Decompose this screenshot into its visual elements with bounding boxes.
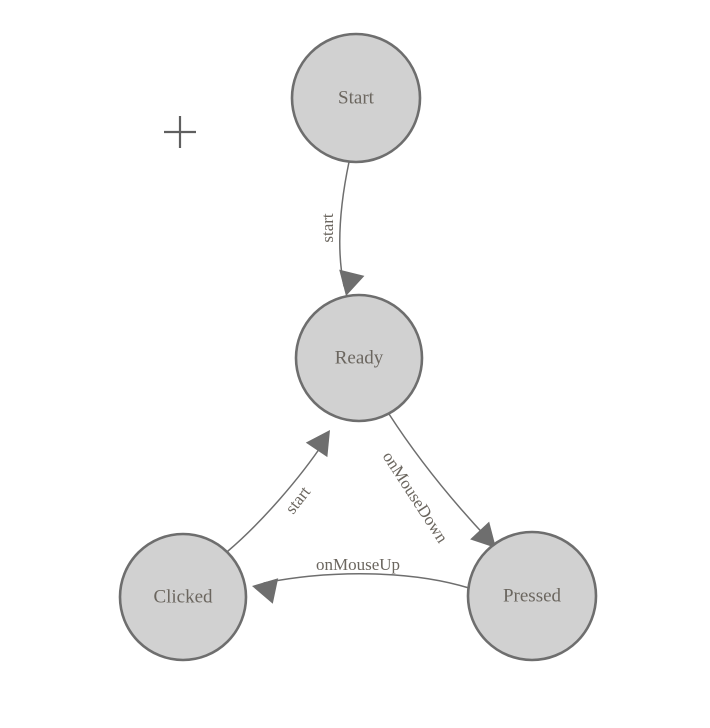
node-start[interactable]: Start bbox=[290, 32, 422, 164]
node-label-clicked: Clicked bbox=[153, 586, 213, 607]
edge-line bbox=[388, 413, 490, 541]
arrow-head bbox=[305, 430, 330, 458]
crosshair-icon bbox=[164, 116, 196, 148]
edge-line bbox=[263, 573, 470, 589]
arrow-head bbox=[252, 578, 279, 604]
node-circle-clicked[interactable] bbox=[118, 532, 248, 662]
marker-layer bbox=[164, 116, 196, 148]
edge-clicked-to-ready[interactable]: start bbox=[227, 423, 341, 552]
node-pressed[interactable]: Pressed bbox=[466, 530, 598, 662]
edge-label-pressed-to-clicked: onMouseUp bbox=[316, 555, 400, 574]
node-label-ready: Ready bbox=[335, 347, 384, 368]
node-ready[interactable]: Ready bbox=[294, 293, 424, 423]
edge-line bbox=[338, 161, 350, 287]
node-circle-start[interactable] bbox=[290, 32, 422, 164]
edge-pressed-to-clicked[interactable]: onMouseUp bbox=[249, 555, 470, 604]
edge-label-start-to-ready: start bbox=[318, 213, 337, 243]
node-label-start: Start bbox=[338, 87, 375, 108]
arrow-head bbox=[470, 521, 496, 548]
arrow-head bbox=[339, 269, 365, 296]
node-circle-ready[interactable] bbox=[294, 293, 424, 423]
edge-ready-to-pressed[interactable]: onMouseDown bbox=[379, 413, 506, 557]
edge-label-ready-to-pressed: onMouseDown bbox=[379, 448, 452, 547]
edge-line bbox=[227, 441, 325, 552]
node-circle-pressed[interactable] bbox=[466, 530, 598, 662]
node-clicked[interactable]: Clicked bbox=[118, 532, 248, 662]
node-label-pressed: Pressed bbox=[503, 585, 562, 606]
edge-start-to-ready[interactable]: start bbox=[318, 161, 365, 299]
edge-label-clicked-to-ready: start bbox=[281, 482, 314, 517]
